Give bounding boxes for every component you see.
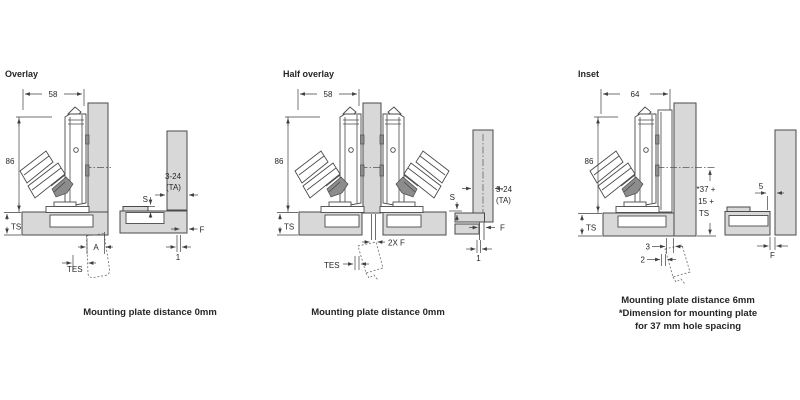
dim-15-label: 15 + — [698, 197, 714, 206]
dimension-f: F — [469, 224, 505, 233]
dim-one-label: 1 — [476, 254, 481, 263]
door-section — [166, 130, 188, 211]
dimension-height: 86 — [585, 116, 618, 213]
hinge-drawing — [19, 106, 90, 213]
dim-f-label: F — [200, 226, 205, 235]
dimension-height: 86 — [275, 116, 320, 212]
recess-right — [386, 214, 422, 228]
dimension-three: 3 — [646, 238, 683, 253]
middle-partition-panel — [362, 102, 382, 214]
recess-left — [324, 214, 360, 228]
recess — [728, 215, 769, 227]
hinge-drawing — [589, 106, 660, 213]
panel-title: Half overlay — [283, 69, 334, 79]
door-gap-detail: 5 F — [724, 129, 797, 260]
dim-f-label: F — [500, 224, 505, 233]
dim-width-label: 58 — [324, 90, 333, 99]
dim-height-label: 86 — [585, 157, 594, 166]
dim-five-label: 5 — [759, 182, 764, 191]
inset-diagram: Inset 64 86 TS — [578, 69, 797, 332]
panel-title: Overlay — [5, 69, 38, 79]
panel-title: Inset — [578, 69, 599, 79]
dimension-ts: TS — [277, 212, 298, 236]
dim-height-label: 86 — [6, 157, 15, 166]
dim-thickness-label: 3-24 — [165, 172, 182, 181]
dim-s-label: S — [450, 193, 455, 202]
dim-ta-label: (TA) — [166, 183, 181, 192]
mounting-plate-recess — [49, 214, 94, 228]
dim-37-label: *37 + — [697, 185, 716, 194]
dim-tes-label: TES — [324, 261, 340, 270]
dim-three-label: 3 — [646, 243, 651, 252]
dimension-hole-spacing: *37 + 15 + TS — [697, 170, 716, 237]
dim-ts-label: TS — [11, 223, 21, 232]
dimension-width: 58 — [297, 89, 360, 110]
dim-f-label: F — [770, 251, 775, 260]
hinge-drawing-right — [379, 106, 450, 213]
caption-line-2: *Dimension for mounting plate — [619, 308, 757, 319]
dimension-2xf: 2X F — [362, 239, 405, 248]
panel-caption: Mounting plate distance 6mm *Dimension f… — [619, 295, 757, 332]
dimension-ts: TS — [4, 212, 21, 236]
dimension-s: S — [143, 195, 155, 218]
dim-ts-label: TS — [586, 224, 596, 233]
cabinet-side-panel — [87, 102, 109, 213]
inset-door-open — [657, 109, 673, 213]
dim-one-label: 1 — [176, 253, 181, 262]
recess — [125, 212, 165, 224]
dimension-one: 1 — [166, 235, 191, 262]
dim-height-label: 86 — [275, 157, 284, 166]
caption-line-3: for 37 mm hole spacing — [635, 321, 741, 332]
cabinet-side-panel — [673, 102, 697, 237]
mounting-plate-recess — [617, 215, 667, 228]
dim-ts2-label: TS — [699, 209, 709, 218]
overlay-diagram: Overlay 58 86 TS — [4, 69, 217, 318]
dimension-five: 5 — [755, 182, 784, 210]
dimension-width: 58 — [22, 89, 85, 110]
half-overlay-diagram: Half overlay 58 86 TS — [275, 69, 513, 318]
door-swing-outline — [357, 241, 384, 281]
dim-2xf-label: 2X F — [388, 239, 405, 248]
dim-ta-label: (TA) — [496, 196, 511, 205]
dim-thickness-label: 3-24 — [496, 185, 513, 194]
dimension-s: S — [449, 193, 462, 221]
dimension-f: F — [757, 237, 788, 260]
dimension-one: 1 — [466, 240, 492, 263]
dim-two-label: 2 — [641, 256, 646, 265]
door-gap-detail: 3-24 (TA) S F 1 — [449, 129, 513, 263]
door-swing-outline — [664, 244, 691, 285]
dim-s-label: S — [143, 195, 148, 204]
dimension-two: 2 — [641, 254, 676, 266]
dimension-a: A — [78, 232, 113, 254]
lip — [122, 206, 149, 212]
door-gap-detail: 3-24 (TA) S F 1 — [119, 130, 205, 262]
panel-caption: Mounting plate distance 0mm — [311, 307, 445, 318]
dim-ts-label: TS — [284, 223, 294, 232]
door-edge-lines — [371, 214, 376, 240]
hinge-drawing-left — [294, 106, 365, 213]
dim-width-label: 64 — [631, 90, 640, 99]
dimension-width: 64 — [600, 89, 671, 114]
panel-caption: Mounting plate distance 0mm — [83, 307, 217, 318]
caption-line-1: Mounting plate distance 6mm — [621, 295, 755, 306]
dim-tes-label: TES — [67, 265, 83, 274]
dim-a-label: A — [93, 243, 99, 252]
door-section-lower — [454, 223, 480, 235]
dim-width-label: 58 — [49, 90, 58, 99]
door-section-upper — [454, 212, 485, 223]
dimension-f: F — [171, 226, 205, 235]
dimension-tes: TES — [324, 256, 369, 270]
door-swing-outline — [86, 233, 111, 278]
dimension-tes: TES — [62, 255, 96, 274]
dimension-ts: TS — [578, 213, 602, 237]
lip — [726, 206, 751, 212]
cabinet-front-section — [774, 129, 797, 236]
dimension-height: 86 — [6, 116, 52, 212]
